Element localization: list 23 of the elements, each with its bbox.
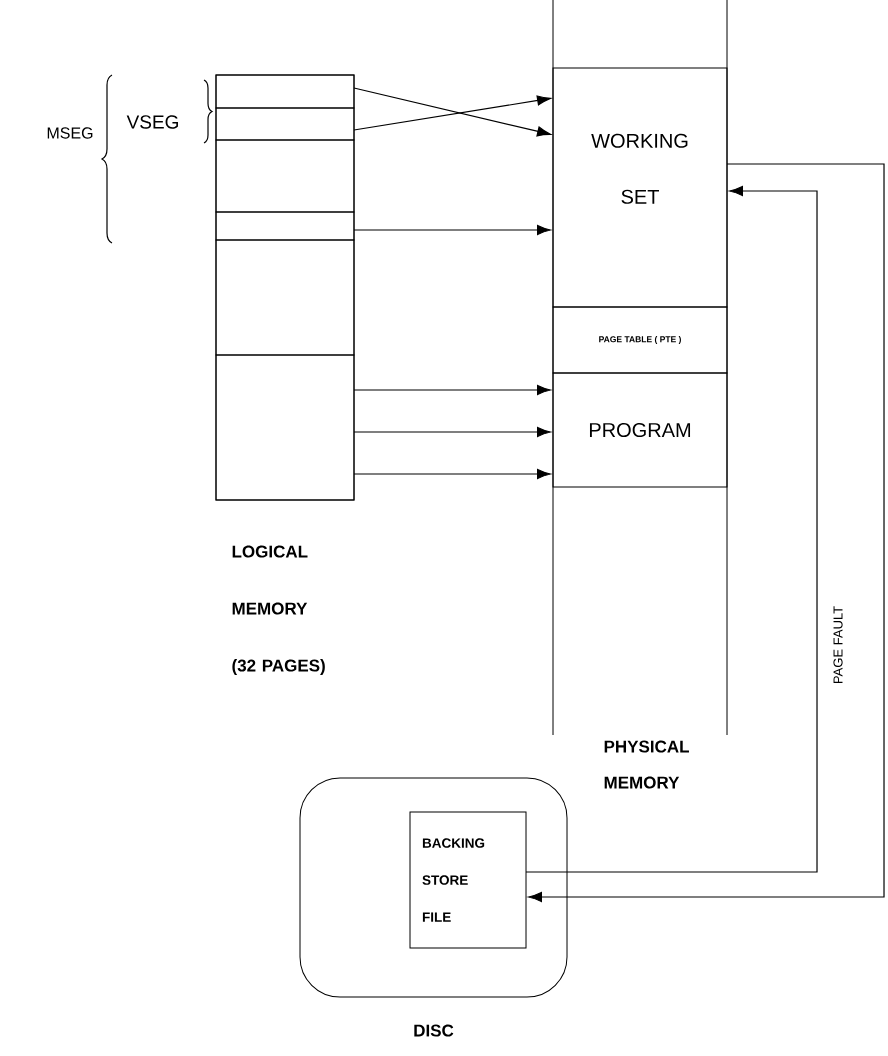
arrow: [353, 384, 551, 396]
memory-page-box: [215, 139, 355, 213]
node-label: LOGICAL MEMORY (32 PAGES): [232, 545, 325, 675]
arrow: [525, 185, 818, 873]
segment-label: MSEG: [47, 127, 93, 139]
arrow: [353, 426, 551, 438]
arrow: [353, 95, 551, 131]
arrow: [353, 224, 551, 236]
arrow: [353, 468, 551, 480]
page-table-box: PAGE TABLE ( PTE ): [552, 306, 728, 374]
backing-store-box: BACKING STORE FILE: [409, 811, 527, 949]
working-set-box: WORKING SET: [552, 67, 728, 308]
edge-label: PAGE FAULT: [832, 604, 844, 686]
memory-page-box: [215, 354, 355, 501]
memory-page-box: [215, 74, 355, 109]
memory-page-box: [215, 211, 355, 241]
memory-page-box: [215, 239, 355, 356]
node-label: DISC: [414, 1024, 454, 1037]
segment-label: VSEG: [126, 115, 178, 129]
memory-page-box: [215, 107, 355, 141]
program-box: PROGRAM: [552, 372, 728, 488]
arrow: [528, 163, 885, 903]
arrow: [353, 87, 551, 137]
